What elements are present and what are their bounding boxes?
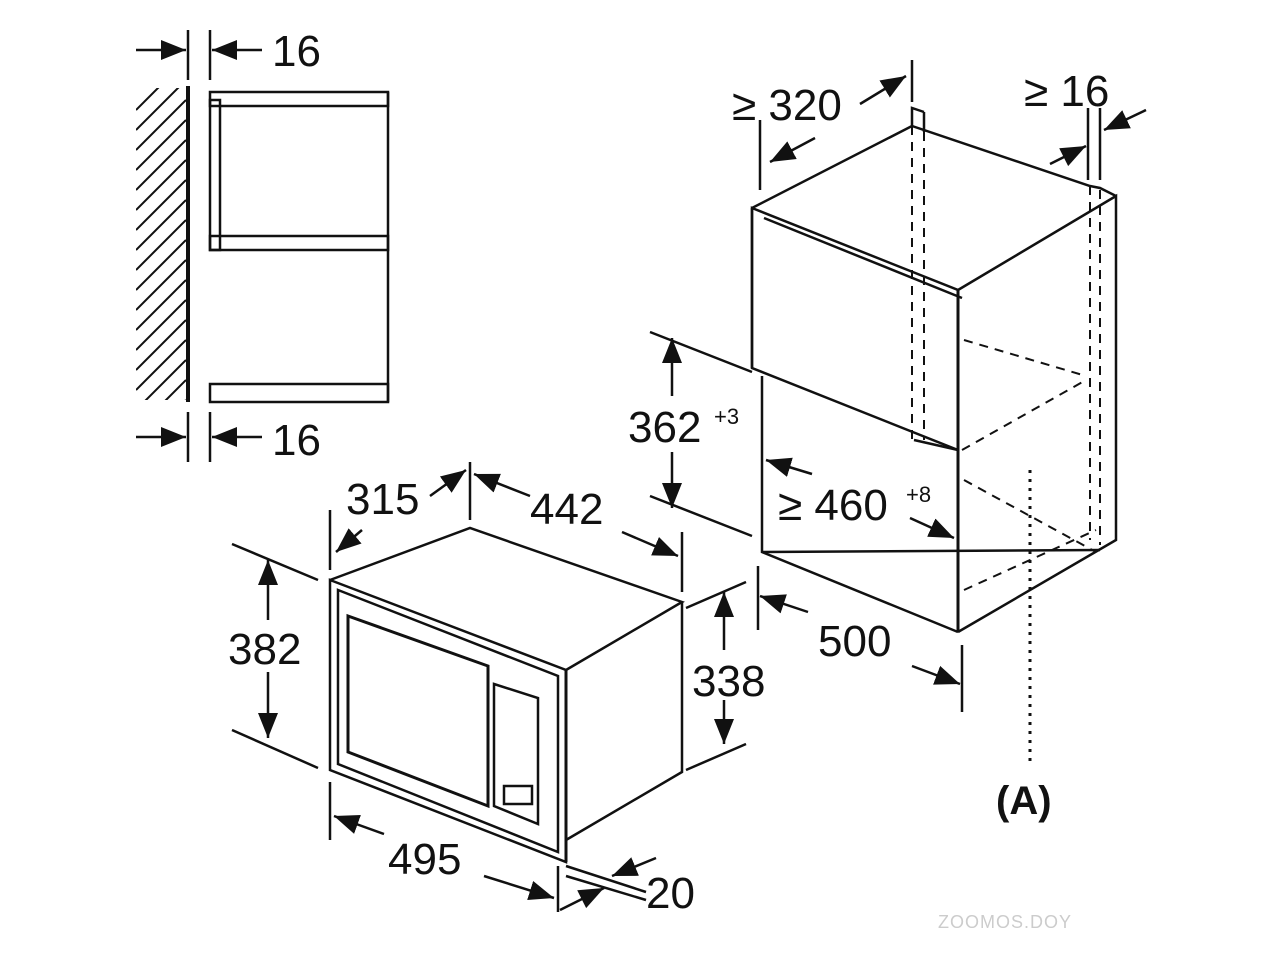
oven-depth-label: 315: [346, 475, 419, 524]
wall-hatch: [136, 88, 186, 400]
niche-height-label: 362: [628, 403, 701, 452]
side-view: [136, 30, 390, 462]
callout-a-label: (A): [996, 779, 1052, 823]
oven-front-width-label: 495: [388, 835, 461, 884]
watermark: ZOOMOS.DOY: [938, 912, 1072, 932]
side-gap-bottom-label: 16: [272, 416, 321, 465]
cab-depth-label: ≥ 320: [732, 81, 842, 130]
cab-base-depth-label: 500: [818, 617, 891, 666]
cab-gap-label: ≥ 16: [1024, 67, 1109, 116]
microwave-dims: [231, 462, 747, 912]
oven-front-height-label: 382: [228, 625, 301, 674]
niche-width-label: ≥ 460: [778, 481, 888, 530]
niche-width-tol: +8: [906, 482, 931, 507]
cabinet-dims: [649, 60, 1147, 712]
niche-height-tol: +3: [714, 404, 739, 429]
oven-width-label: 442: [530, 485, 603, 534]
cabinet: [750, 106, 1118, 634]
oven-body-height-label: 338: [692, 657, 765, 706]
microwave: [328, 526, 685, 864]
cabinet-hidden-lines: [911, 126, 1101, 591]
oven-frame-label: 20: [646, 869, 695, 918]
side-gap-top-label: 16: [272, 27, 321, 76]
